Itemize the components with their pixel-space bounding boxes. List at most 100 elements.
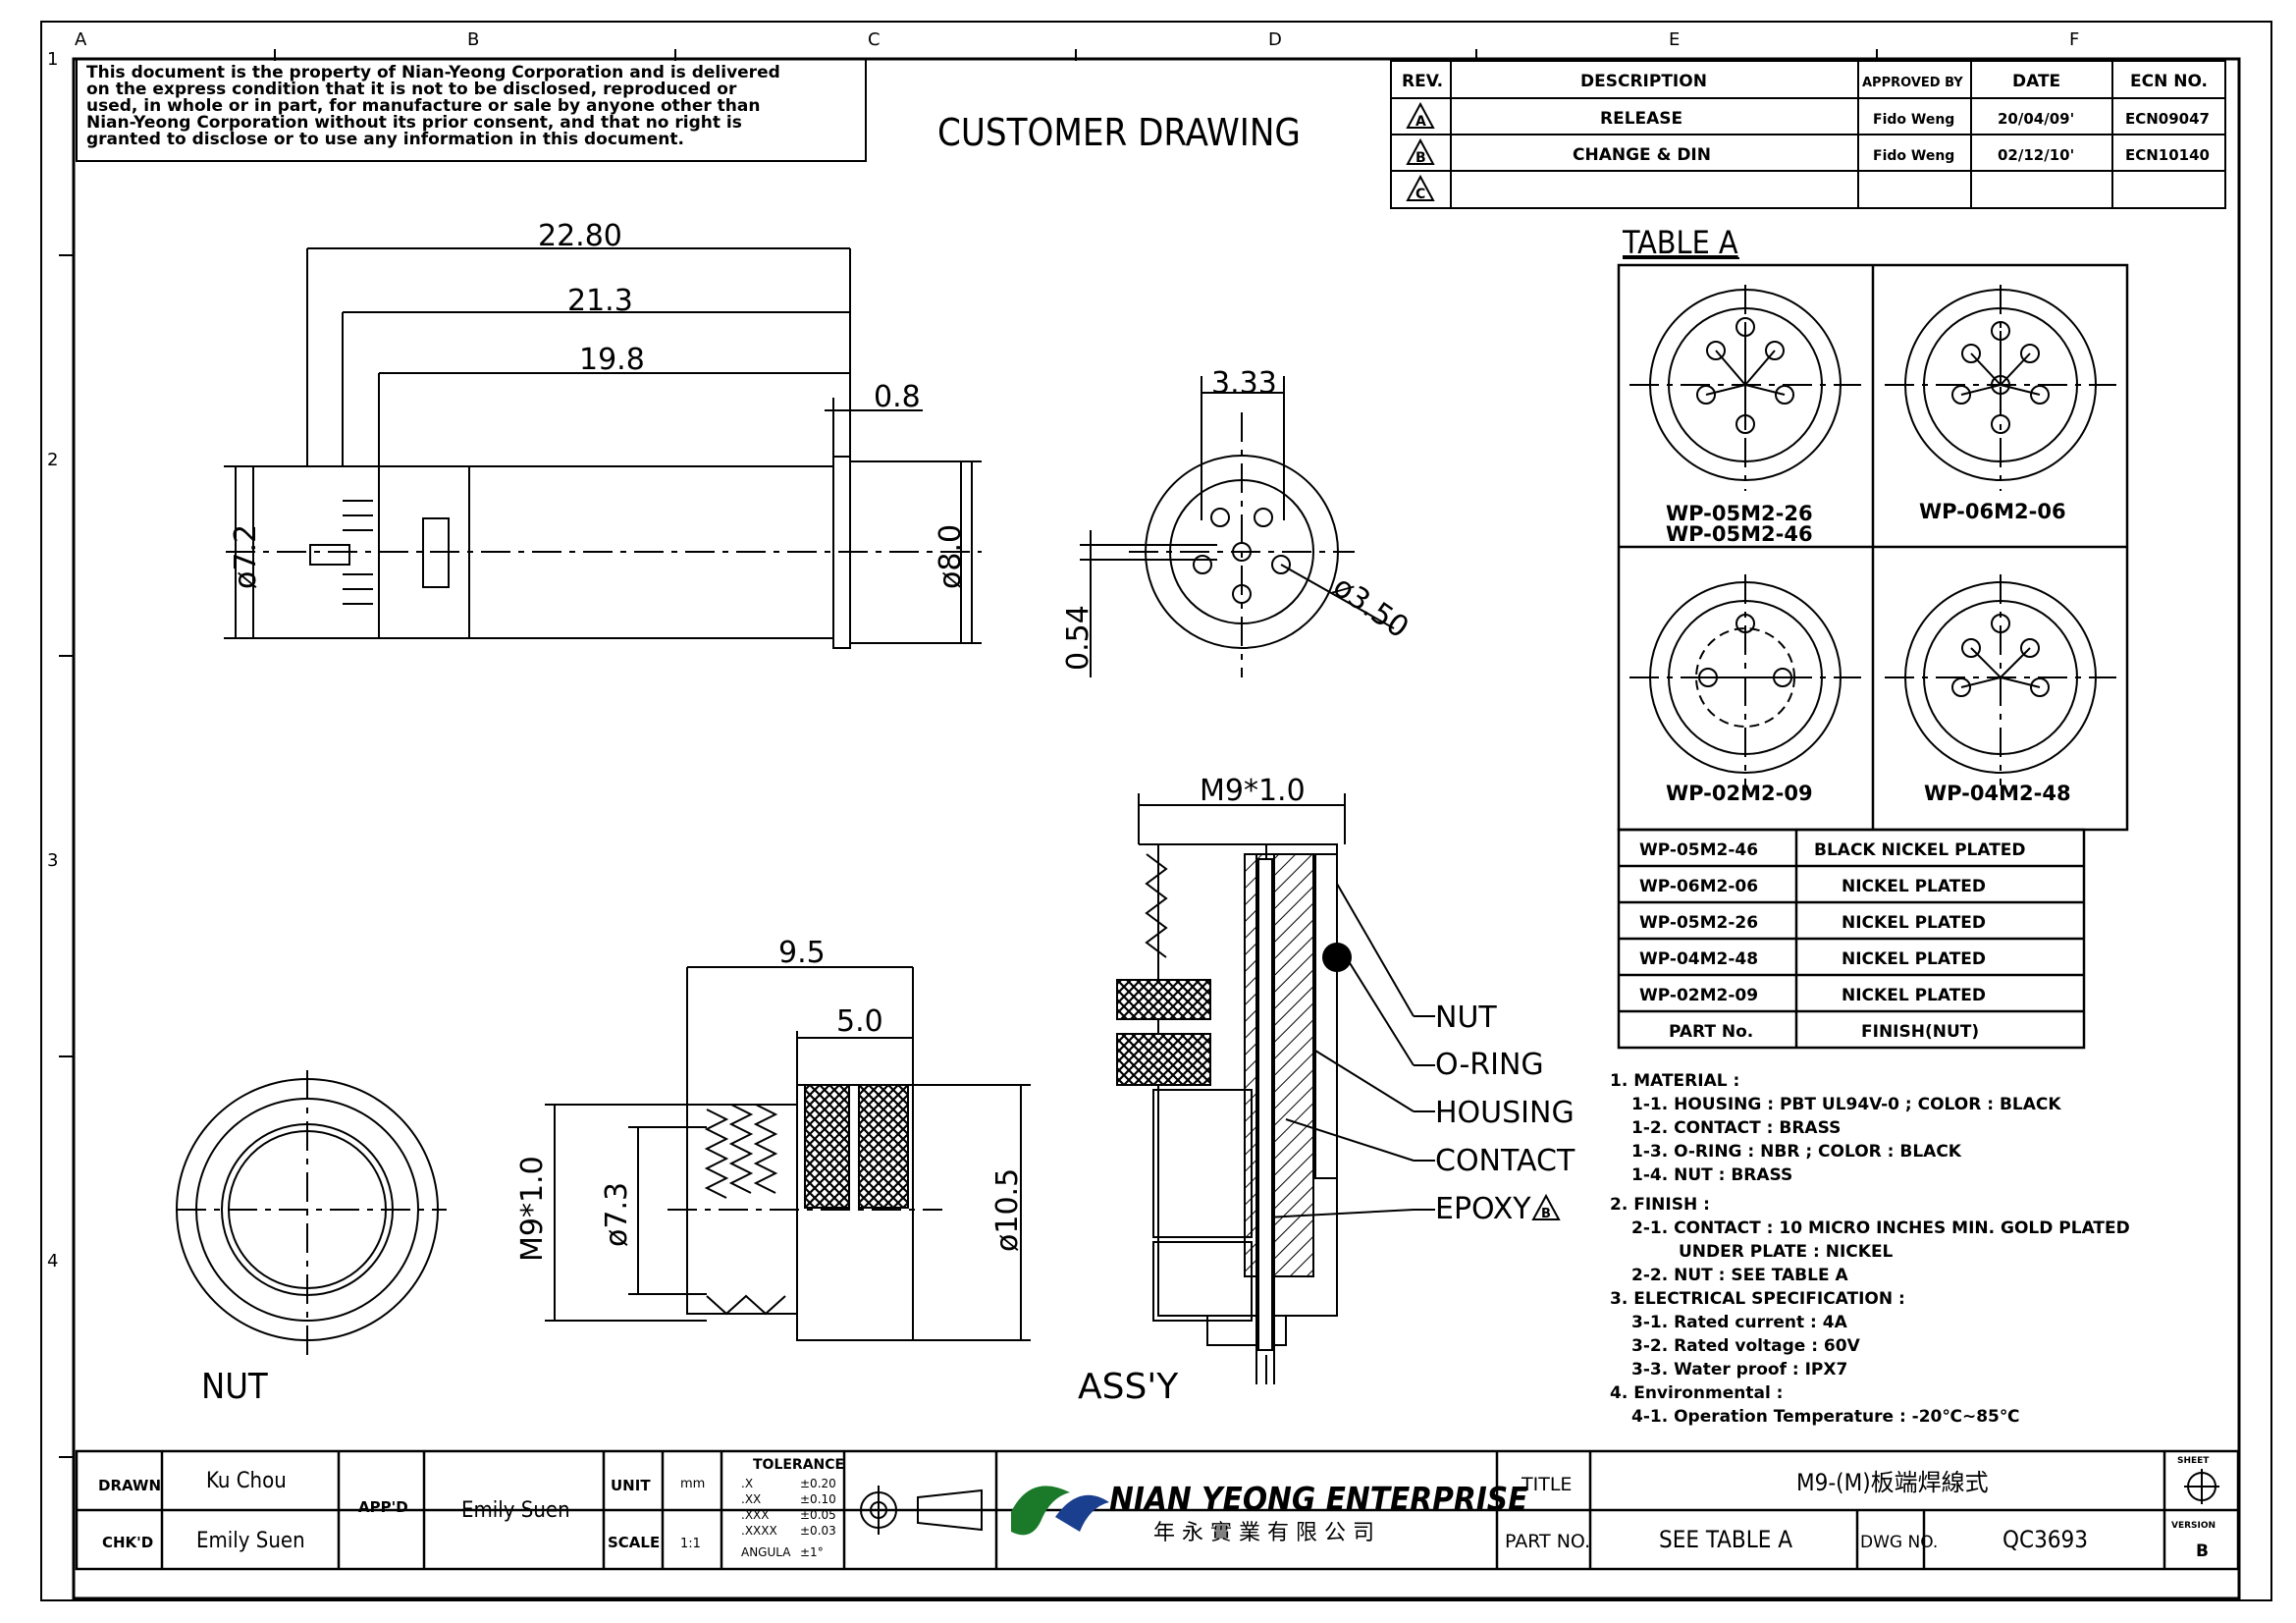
grid-column-markers: A B C D E F: [75, 29, 2079, 61]
rev-row-a-approved: Fido Weng: [1873, 112, 1954, 128]
chkd-value: Emily Suen: [196, 1529, 305, 1553]
rev-row-a: A RELEASE Fido Weng 20/04/09' ECN09047: [1406, 101, 2210, 130]
revision-triangle-b: [1406, 137, 1435, 165]
scale-value: 1:1: [680, 1537, 701, 1551]
grid-row-1: 1: [47, 49, 58, 70]
assy-view-label: ASS'Y: [1078, 1367, 1179, 1407]
nut-dim-9-5: 9.5: [778, 936, 826, 970]
epoxy-revision-letter: B: [1541, 1207, 1551, 1221]
nut-dim-m9: M9*1.0: [515, 1156, 550, 1262]
revision-table: [1390, 60, 2226, 209]
assy-dim-m9: M9*1.0: [1200, 774, 1306, 808]
partno-label: PART NO.: [1505, 1531, 1590, 1552]
rev-row-b-date: 02/12/10': [1998, 146, 2074, 164]
revision-triangle-c: [1406, 174, 1435, 201]
notice-line-1: This document is the property of Nian-Ye…: [86, 63, 780, 82]
tolerance-v-4: ±0.03: [800, 1524, 836, 1538]
rev-row-a-ecn: ECN09047: [2125, 110, 2210, 128]
tolerance-k-4: .XXXX: [741, 1524, 777, 1538]
grid-col-c: C: [868, 29, 881, 50]
notice-line-5: granted to disclose or to use any inform…: [86, 130, 684, 149]
table-a-cell-1-diagram: [1629, 285, 1861, 491]
notes: 1. MATERIAL : 1-1. HOUSING : PBT UL94V-0…: [1610, 1071, 2130, 1427]
grid-row-markers: 1 2 3 4: [47, 49, 75, 1458]
description-header: DESCRIPTION: [1580, 72, 1707, 91]
note-line-1: 1. MATERIAL :: [1610, 1071, 1739, 1091]
finish-row-5-finish: NICKEL PLATED: [1842, 986, 1986, 1005]
assy-knurl-1: [1116, 979, 1211, 1020]
title-label: TITLE: [1521, 1474, 1572, 1495]
finish-row-3-part: WP-05M2-26: [1639, 913, 1758, 933]
assy-knurl-2: [1116, 1033, 1211, 1086]
side-dim-19-8: 19.8: [579, 343, 645, 377]
finish-row: WP-06M2-06 NICKEL PLATED: [1639, 877, 1986, 896]
finish-row: WP-04M2-48 NICKEL PLATED: [1639, 949, 1986, 969]
side-dim-0-8: 0.8: [874, 380, 921, 414]
grid-col-a: A: [75, 29, 87, 50]
note-line-4: 1-3. O-RING : NBR ; COLOR : BLACK: [1631, 1142, 1962, 1162]
appd-value: Emily Suen: [461, 1498, 570, 1523]
front-dim-dia-3-50: ø3.50: [1326, 569, 1415, 646]
title-block-grid: [75, 1449, 2240, 1571]
note-line-11: 3-1. Rated current : 4A: [1631, 1313, 1848, 1332]
side-dim-dia-7-2: ø7.2: [229, 524, 263, 589]
note-line-5: 1-4. NUT : BRASS: [1631, 1165, 1792, 1185]
callout-contact: CONTACT: [1435, 1144, 1575, 1178]
rev-row-b-description: CHANGE & DIN: [1573, 145, 1711, 165]
nut-side-view: [545, 966, 1031, 1341]
rev-row-b-approved: Fido Weng: [1873, 148, 1954, 164]
tolerance-v-2: ±0.10: [800, 1492, 836, 1506]
drawing-title: CUSTOMER DRAWING: [937, 111, 1301, 154]
ecn-header: ECN NO.: [2130, 72, 2208, 91]
finish-table-grid: [1617, 828, 2086, 1050]
rev-row-a-date: 20/04/09': [1998, 110, 2074, 128]
scale-label: SCALE: [608, 1534, 660, 1551]
unit-label: UNIT: [611, 1477, 651, 1494]
grid-row-4: 4: [47, 1251, 58, 1271]
note-line-9: 2-2. NUT : SEE TABLE A: [1631, 1266, 1848, 1285]
tolerance-k-5: ANGULA: [741, 1545, 791, 1559]
chkd-label: CHK'D: [102, 1534, 153, 1551]
finish-row-4-part: WP-04M2-48: [1639, 949, 1758, 969]
title-value: M9-(M)板端焊線式: [1796, 1469, 1989, 1496]
table-a-grid: [1617, 263, 2129, 832]
appd-label: APP'D: [358, 1498, 408, 1516]
grid-col-d: D: [1268, 29, 1282, 50]
tolerance-k-3: .XXX: [741, 1508, 769, 1522]
finish-row-3-finish: NICKEL PLATED: [1842, 913, 1986, 933]
callout-housing: HOUSING: [1435, 1096, 1575, 1130]
company-logo: NIAN YEONG ENTERPRISE 年 永 實 業 有 限 公 司: [1011, 1480, 1527, 1545]
nut-dim-5-0: 5.0: [836, 1004, 883, 1039]
finish-row: WP-05M2-46 BLACK NICKEL PLATED: [1639, 840, 2026, 860]
grid-col-e: E: [1669, 29, 1680, 50]
table-a-cell-2-diagram: [1885, 285, 2116, 491]
sheet-symbol: [2184, 1469, 2219, 1504]
finish-row-2-finish: NICKEL PLATED: [1842, 877, 1986, 896]
version-value: B: [2196, 1542, 2209, 1561]
note-line-10: 3. ELECTRICAL SPECIFICATION :: [1610, 1289, 1905, 1309]
tolerance-title: TOLERANCE: [753, 1457, 844, 1473]
finish-row-4-finish: NICKEL PLATED: [1842, 949, 1986, 969]
note-line-7: 2-1. CONTACT : 10 MICRO INCHES MIN. GOLD…: [1631, 1218, 2130, 1238]
grid-col-f: F: [2069, 29, 2079, 50]
dwgno-value: QC3693: [2002, 1526, 2088, 1553]
rev-row-c: C: [1406, 174, 1435, 202]
side-dim-22-80: 22.80: [538, 219, 622, 253]
tolerance-v-5: ±1°: [800, 1545, 824, 1559]
callout-epoxy: EPOXY: [1435, 1192, 1531, 1226]
drawn-value: Ku Chou: [206, 1469, 287, 1493]
finish-row: WP-02M2-09 NICKEL PLATED: [1639, 986, 1986, 1005]
finish-row-2-part: WP-06M2-06: [1639, 877, 1758, 896]
inner-frame: [72, 57, 2241, 1600]
table-a-cell-3-diagram: [1629, 574, 1861, 785]
front-dim-3-33: 3.33: [1211, 366, 1277, 401]
side-dim-21-3: 21.3: [567, 284, 633, 318]
note-line-8: UNDER PLATE : NICKEL: [1679, 1242, 1894, 1262]
nut-view-label: NUT: [201, 1367, 268, 1407]
table-a-title: TABLE A: [1622, 224, 1738, 261]
notice-line-3: used, in whole or in part, for manufactu…: [86, 96, 760, 116]
finish-row-1-finish: BLACK NICKEL PLATED: [1814, 840, 2026, 860]
note-line-14: 4. Environmental :: [1610, 1383, 1783, 1403]
tolerance-v-3: ±0.05: [800, 1508, 836, 1522]
